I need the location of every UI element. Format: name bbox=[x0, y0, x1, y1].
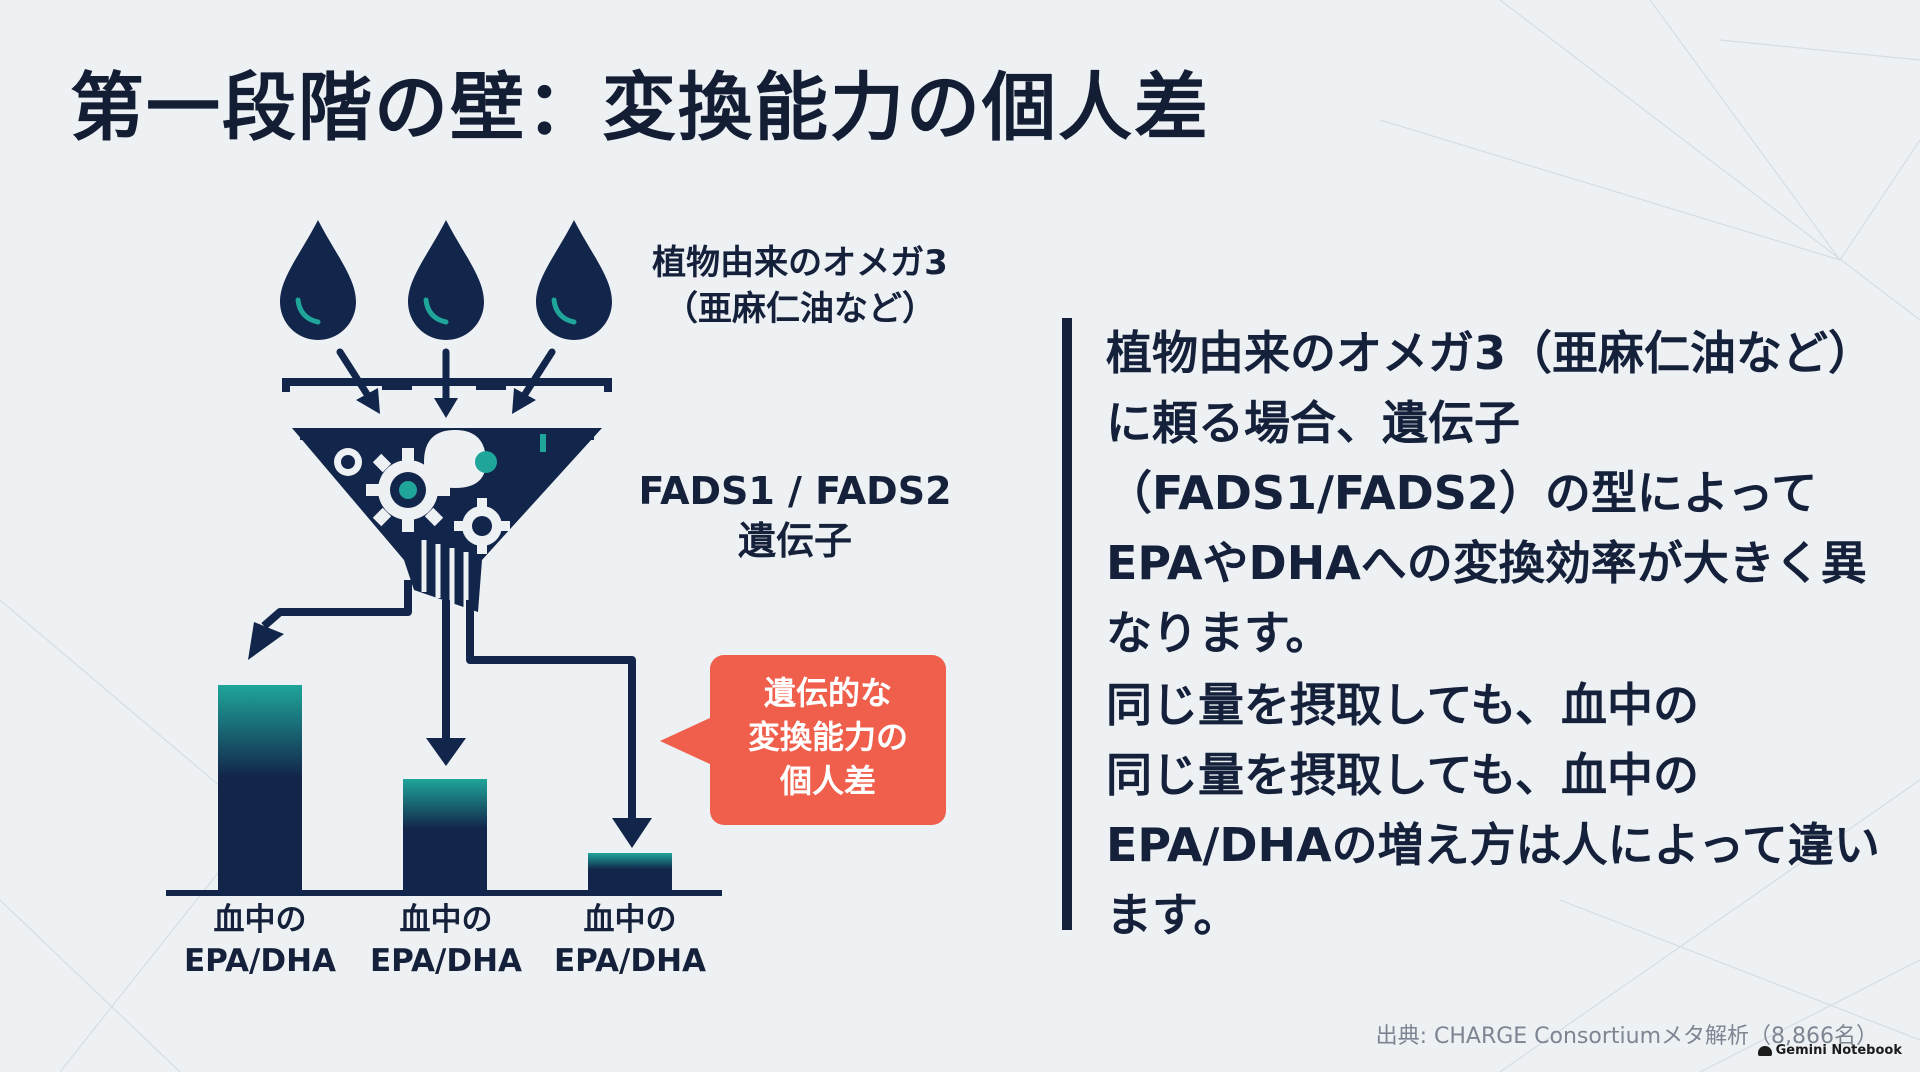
bar-label: 血中の EPA/DHA bbox=[553, 902, 707, 979]
epa-dha-bar bbox=[403, 779, 487, 890]
plant-omega3-label: 植物由来のオメガ3 （亜麻仁油など） bbox=[652, 243, 948, 329]
fads-gene-label: FADS1 / FADS2 遺伝子 bbox=[638, 469, 952, 563]
oil-drop-icon bbox=[536, 220, 612, 340]
gear-icon bbox=[366, 448, 450, 532]
funnel-icon bbox=[282, 378, 612, 612]
brand-watermark: Gemini Notebook bbox=[1757, 1043, 1902, 1058]
explanation-paragraph: 植物由来のオメガ3（亜麻仁油など）に頼る場合、遺伝子（FADS1/FADS2）の… bbox=[1106, 326, 1875, 660]
genetic-difference-callout: 遺伝的な 変換能力の 個人差 bbox=[660, 655, 946, 825]
arrow-down-icon bbox=[248, 622, 652, 848]
explanation-text: 植物由来のオメガ3（亜麻仁油など）に頼る場合、遺伝子（FADS1/FADS2）の… bbox=[1106, 318, 1896, 950]
gear-icon bbox=[454, 498, 510, 554]
arrow-down-icon bbox=[336, 348, 556, 418]
epa-dha-bar bbox=[218, 685, 302, 890]
brand-icon bbox=[1757, 1045, 1772, 1056]
vertical-divider bbox=[1062, 318, 1072, 930]
bar-label: 血中の EPA/DHA bbox=[369, 902, 523, 979]
explanation-paragraph: 同じ量を摂取しても、血中のEPA/DHAの増え方は人によって違います。 bbox=[1106, 748, 1880, 942]
epa-dha-bar bbox=[588, 853, 672, 890]
gear-icon bbox=[334, 448, 362, 476]
bar-label: 血中の EPA/DHA bbox=[183, 902, 337, 979]
oil-drop-icon bbox=[408, 220, 484, 340]
page-title: 第一段階の壁：変換能力の個人差 bbox=[70, 65, 1210, 151]
explanation-paragraph: 同じ量を摂取しても、血中の bbox=[1106, 678, 1699, 732]
source-citation: 出典: CHARGE Consortiumメタ解析（8,866名） bbox=[1375, 1024, 1878, 1049]
oil-drop-icon bbox=[280, 220, 356, 340]
